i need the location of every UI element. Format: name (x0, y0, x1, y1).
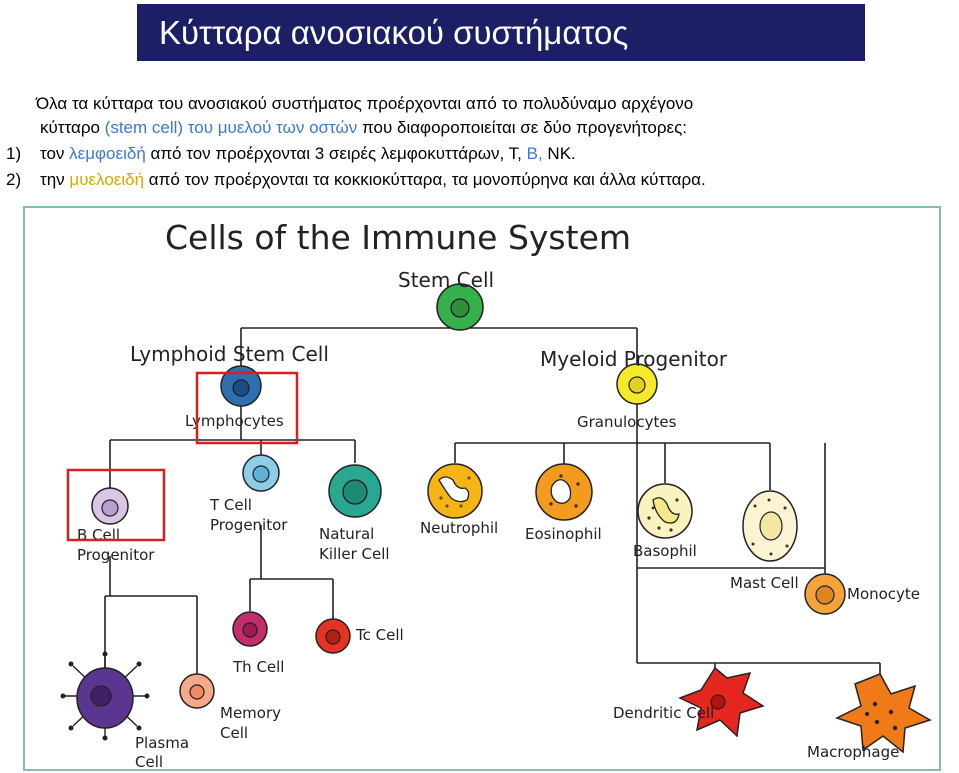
th-cell-node: Th Cell (232, 611, 284, 676)
label-stem-cell: Stem Cell (398, 268, 494, 292)
list-number: 1) (6, 144, 22, 163)
label-natural: Natural (319, 525, 374, 543)
label-memory-cell: Cell (220, 724, 248, 742)
slide-title: Κύτταρα ανοσιακού συστήματος (137, 4, 865, 61)
lymphoid-stem-cell-node: Lymphoid Stem Cell Lymphocytes (130, 342, 329, 430)
mast-cell-node: Mast Cell (730, 490, 799, 592)
label-basophil: Basophil (633, 542, 697, 560)
label-th-cell: Th Cell (232, 658, 284, 676)
item1-part-c: από τον προέρχονται 3 σειρές λεμφοκυττάρ… (145, 144, 527, 163)
label-macrophage: Macrophage (807, 743, 899, 761)
stem-cell-highlight: (stem cell) του μυελού των οστών (104, 118, 358, 137)
label-eosinophil: Eosinophil (525, 525, 602, 543)
item2-part-c: από τον προέρχονται τα κοκκιοκύτταρα, τα… (144, 170, 706, 189)
label-b-cell-progenitor: Progenitor (77, 546, 155, 564)
label-b-cell: B Cell (77, 526, 120, 544)
highlight-box-b-cell (66, 468, 166, 542)
macrophage-node: Macrophage (807, 673, 932, 761)
list-item-myeloid: 2) την μυελοειδή από τον προέρχονται τα κ… (6, 168, 706, 192)
tc-cell-node: Tc Cell (315, 618, 404, 654)
myeloid-progenitor-node: Myeloid Progenitor Granulocytes (540, 347, 728, 431)
lymphoid-highlight: λεμφοειδή (69, 144, 146, 163)
label-lymphoid-stem-cell: Lymphoid Stem Cell (130, 342, 329, 366)
plasma-cell-node: Plasma Cell (60, 651, 189, 769)
label-plasma-cell: Cell (135, 753, 163, 769)
label-t-cell-progenitor: Progenitor (210, 516, 288, 534)
label-neutrophil: Neutrophil (420, 519, 498, 537)
neutrophil-node: Neutrophil (420, 463, 498, 537)
label-granulocytes: Granulocytes (577, 413, 677, 431)
label-killer-cell: Killer Cell (319, 545, 390, 563)
item1-part-a: τον (40, 144, 70, 163)
t-cell-progenitor-node: T Cell Progenitor (209, 454, 288, 534)
label-mast-cell: Mast Cell (730, 574, 799, 592)
label-t-cell: T Cell (209, 496, 252, 514)
dendritic-cell-node: Dendritic Cell (613, 666, 765, 738)
intro-line-2: κύτταρο (stem cell) του μυελού των οστών… (40, 116, 687, 140)
b-cell-progenitor-node: B Cell Progenitor (77, 487, 155, 564)
diagram-heading: Cells of the Immune System (165, 218, 631, 257)
highlight-box-lymphocytes (195, 371, 299, 445)
item1-part-e: ΝΚ. (542, 144, 576, 163)
memory-cell-node: Memory Cell (179, 673, 281, 742)
intro-line-1: Όλα τα κύτταρα του ανοσιακού συστήματος … (36, 94, 694, 113)
monocyte-node: Monocyte (804, 573, 920, 615)
intro-line-2-part-a: κύτταρο (40, 118, 105, 137)
diagram-svg: Cells of the Immune System (60, 218, 932, 769)
label-plasma: Plasma (135, 734, 189, 752)
nk-cell-node: Natural Killer Cell (319, 464, 390, 563)
item2-part-a: την (40, 170, 70, 189)
label-lymphocytes: Lymphocytes (185, 412, 284, 430)
intro-line-2-part-c: που διαφοροποιείται σε δύο προγενήτορες: (357, 118, 688, 137)
list-number: 2) (6, 170, 22, 189)
b-highlight: Β, (526, 144, 543, 163)
immune-cells-diagram: Cells of the Immune System (23, 206, 941, 771)
tree-lines (104, 294, 881, 674)
label-dendritic-cell: Dendritic Cell (613, 704, 714, 722)
label-memory: Memory (220, 704, 281, 722)
basophil-node: Basophil (633, 483, 697, 560)
myeloid-highlight: μυελοειδή (69, 170, 145, 189)
label-tc-cell: Tc Cell (355, 626, 404, 644)
stem-cell-node: Stem Cell (398, 268, 494, 331)
label-myeloid-progenitor: Myeloid Progenitor (540, 347, 728, 371)
eosinophil-node: Eosinophil (525, 463, 602, 543)
label-monocyte: Monocyte (847, 585, 920, 603)
list-item-lymphoid: 1) τον λεμφοειδή από τον προέρχονται 3 σε… (6, 142, 576, 166)
